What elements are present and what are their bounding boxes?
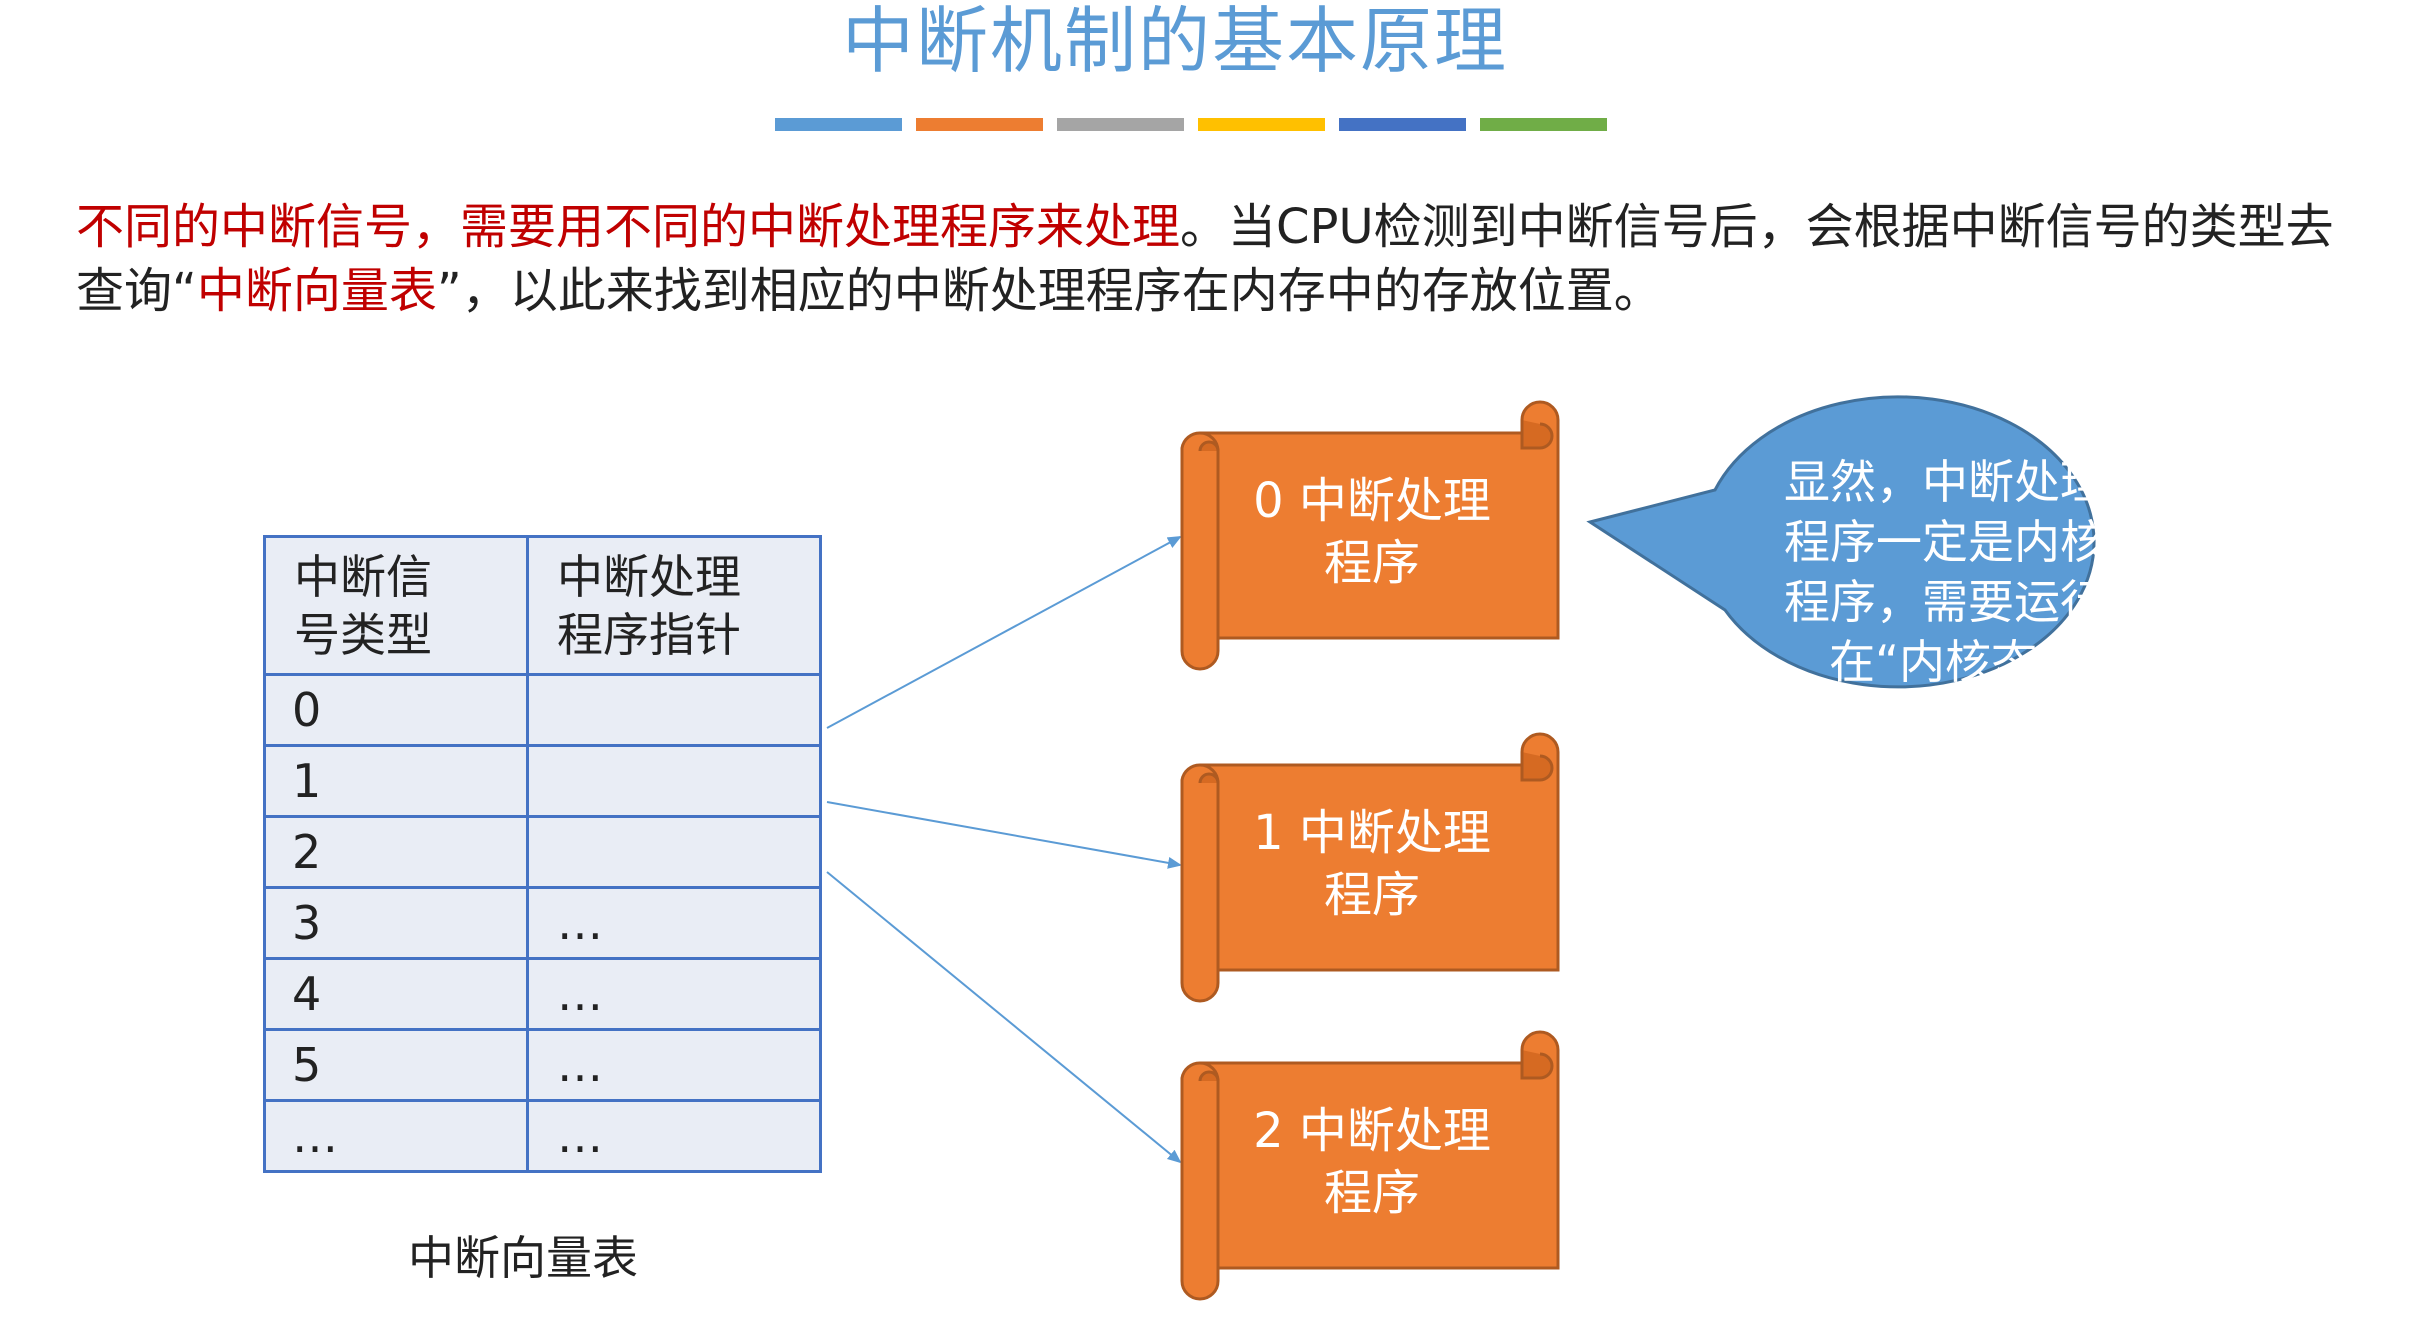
type-cell: 1: [263, 744, 529, 818]
table-caption: 中断向量表: [408, 1231, 638, 1285]
accent-bar-yellow: [1198, 118, 1325, 131]
header-interrupt-type: 中断信 号类型: [263, 535, 529, 676]
handler-scroll-0: [1180, 400, 1560, 671]
accent-bar-green: [1480, 118, 1607, 131]
header-interrupt-type-line2: 号类型: [294, 607, 432, 662]
handler-label-0: 0 中断处理 程序: [1222, 470, 1522, 594]
interrupt-vector-table: 中断信 号类型 中断处理 程序指针 0 1 2 3… 4… 5… ……: [263, 535, 822, 1173]
header-handler-pointer-line2: 程序指针: [557, 607, 741, 662]
callout-bubble: [1586, 395, 2096, 689]
arrow-row0-to-handler0: [826, 536, 1182, 729]
pointer-cell: …: [526, 886, 822, 960]
type-cell: 2: [263, 815, 529, 889]
handler-label-1-line1: 1 中断处理: [1253, 805, 1491, 861]
callout-line-4: 在“内核态”: [1829, 635, 2061, 689]
type-cell: 5: [263, 1028, 529, 1102]
table-row: 0: [263, 673, 822, 747]
intro-text-1: 。当CPU检测到中断信号后，会根据中断信号的类型去查询“: [76, 199, 2334, 319]
accent-bar-orange: [916, 118, 1043, 131]
intro-paragraph: 不同的中断信号，需要用不同的中断处理程序来处理。当CPU检测到中断信号后，会根据…: [76, 195, 2376, 323]
type-cell: 3: [263, 886, 529, 960]
header-handler-pointer: 中断处理 程序指针: [526, 535, 822, 676]
intro-highlight-2: 中断向量表: [196, 263, 437, 319]
pointer-cell: …: [526, 957, 822, 1031]
table-row: 2: [263, 815, 822, 889]
pointer-cell: [526, 744, 822, 818]
type-cell: 4: [263, 957, 529, 1031]
type-cell: …: [263, 1099, 529, 1173]
handler-label-2-line2: 程序: [1323, 1165, 1420, 1221]
accent-bar-darkblue: [1339, 118, 1466, 131]
header-handler-pointer-line1: 中断处理: [557, 549, 741, 604]
pointer-cell: [526, 815, 822, 889]
handler-scroll-1: [1180, 732, 1560, 1003]
callout-line-1: 显然，中断处理: [1784, 455, 2106, 509]
table-row: ……: [263, 1099, 822, 1173]
pointer-cell: …: [526, 1099, 822, 1173]
handler-label-2-line1: 2 中断处理: [1253, 1103, 1491, 1159]
arrow-row2-to-handler2: [826, 871, 1182, 1164]
handler-scroll-2: [1180, 1030, 1560, 1301]
page-title: 中断机制的基本原理: [841, 0, 1508, 83]
arrow-row1-to-handler1: [826, 801, 1182, 869]
table-row: 5…: [263, 1028, 822, 1102]
table-row: 1: [263, 744, 822, 818]
handler-label-0-line2: 程序: [1323, 535, 1420, 591]
handler-label-0-line1: 0 中断处理: [1253, 473, 1491, 529]
handler-label-1: 1 中断处理 程序: [1222, 802, 1522, 926]
callout-line-2: 程序一定是内核: [1784, 515, 2106, 569]
table-header-row: 中断信 号类型 中断处理 程序指针: [263, 535, 822, 676]
header-interrupt-type-line1: 中断信: [294, 549, 432, 604]
pointer-cell: [526, 673, 822, 747]
pointer-cell: …: [526, 1028, 822, 1102]
callout-text: 显然，中断处理 程序一定是内核 程序，需要运行 在“内核态”: [1735, 452, 2155, 692]
type-cell: 0: [263, 673, 529, 747]
accent-bar-blue: [775, 118, 902, 131]
table-row: 3…: [263, 886, 822, 960]
handler-label-2: 2 中断处理 程序: [1222, 1100, 1522, 1224]
callout-line-3: 程序，需要运行: [1784, 575, 2106, 629]
intro-highlight-1: 不同的中断信号，需要用不同的中断处理程序来处理: [76, 199, 1181, 255]
handler-label-1-line2: 程序: [1323, 867, 1420, 923]
table-row: 4…: [263, 957, 822, 1031]
title-underline-bars: [775, 118, 1607, 132]
intro-text-2: ”，以此来找到相应的中断处理程序在内存中的存放位置。: [436, 263, 1662, 319]
accent-bar-gray: [1057, 118, 1184, 131]
